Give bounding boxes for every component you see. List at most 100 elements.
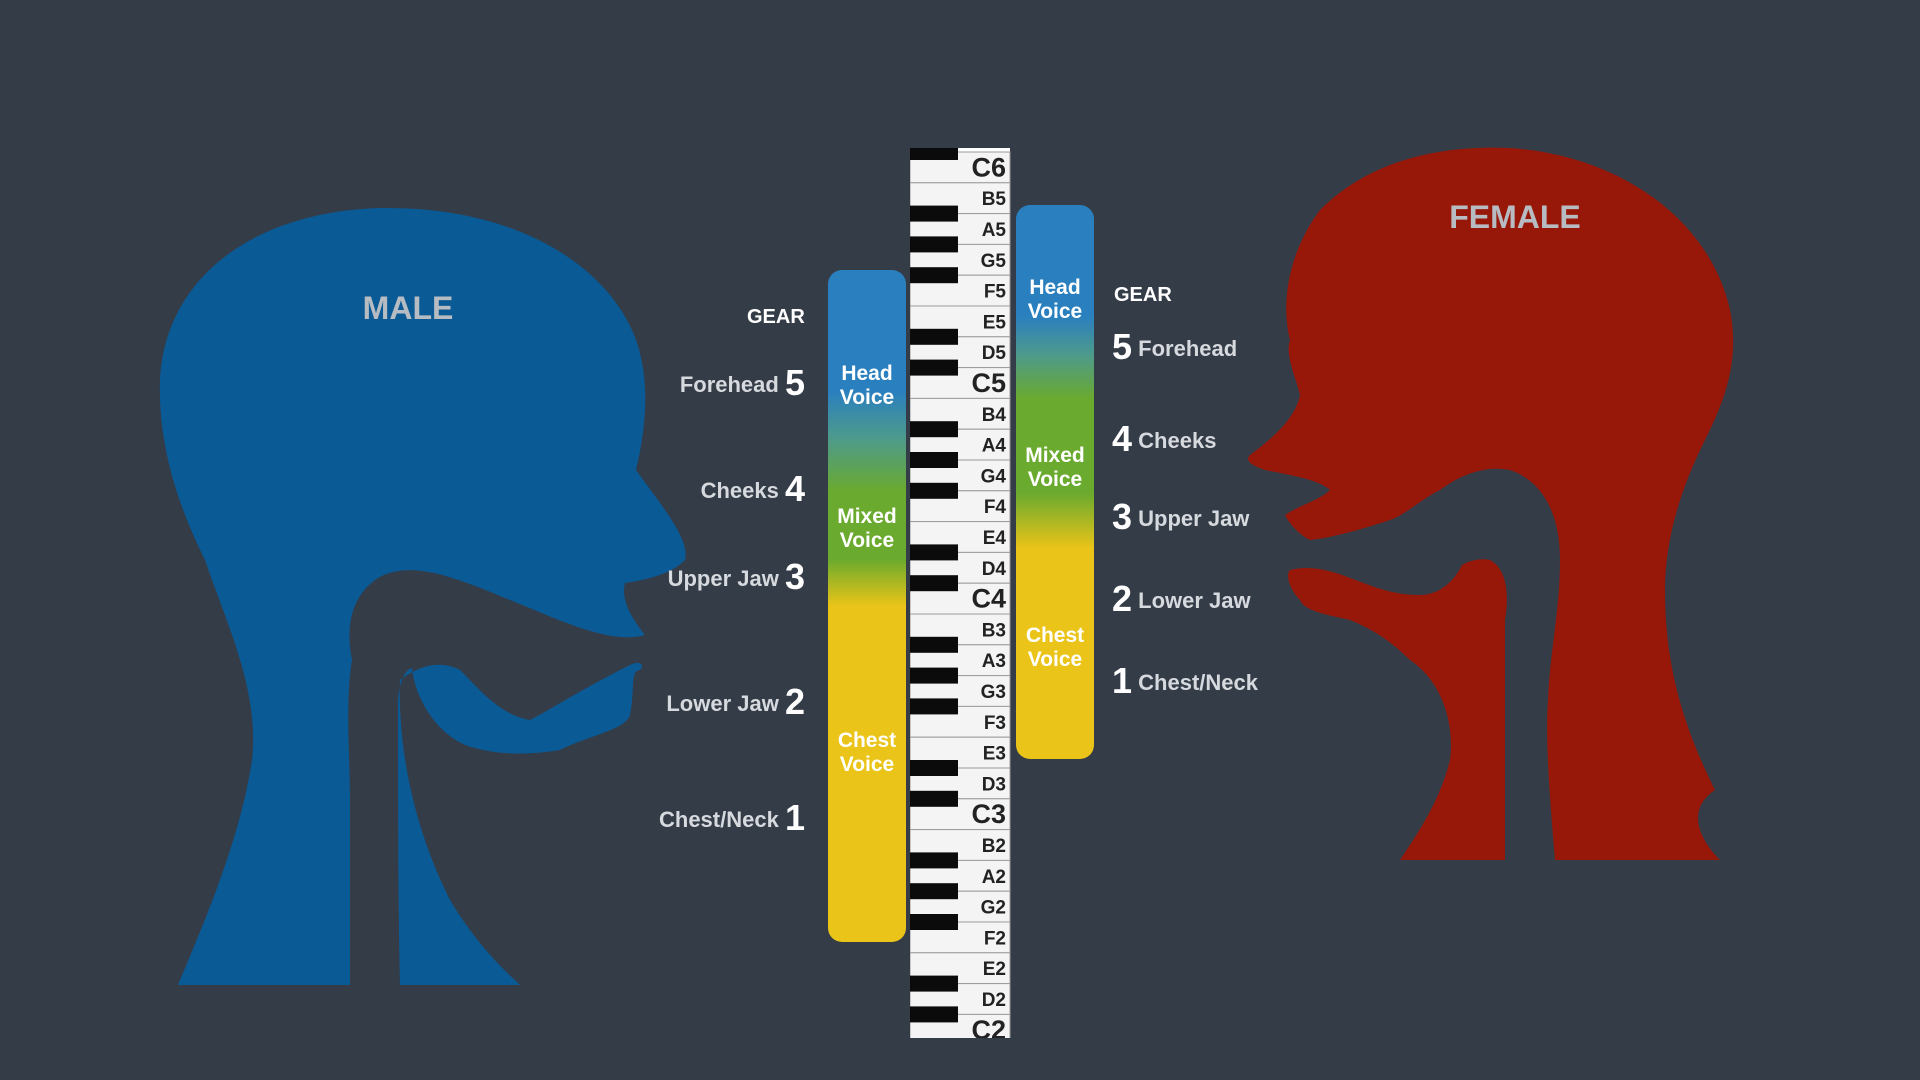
piano-note-label: G5	[981, 251, 1007, 272]
piano-black-key	[910, 544, 958, 561]
female-chest-voice-label: Chest Voice	[1025, 624, 1085, 671]
piano-black-key	[910, 975, 958, 992]
piano-note-label: B4	[982, 405, 1007, 426]
gear-right-5: 5 Forehead	[1112, 326, 1372, 368]
gear-number: 1	[1112, 660, 1133, 701]
piano-black-key	[910, 359, 958, 376]
piano-black-key	[910, 267, 958, 284]
piano-black-key	[910, 575, 958, 592]
gear-number: 4	[784, 468, 805, 509]
gear-title-left: GEAR	[747, 306, 805, 328]
gear-number: 2	[784, 681, 805, 722]
piano-note-label: C4	[971, 584, 1006, 614]
gear-label: Forehead	[679, 372, 779, 397]
gear-label: Lower Jaw	[666, 691, 779, 716]
piano-black-key	[910, 236, 958, 253]
gear-number: 2	[1112, 578, 1133, 619]
gear-number: 4	[1112, 418, 1133, 459]
piano-note-label: E4	[983, 528, 1007, 549]
piano-black-key	[910, 421, 958, 438]
female-head-silhouette	[1248, 147, 1734, 861]
piano-key-e4: E4	[910, 521, 1011, 553]
male-mixed-voice-label: Mixed Voice	[837, 505, 897, 552]
piano-note-label: G3	[981, 682, 1006, 703]
piano-note-label: E2	[983, 959, 1006, 980]
male-head-voice-label: Head Voice	[839, 362, 895, 409]
piano-black-key	[910, 482, 958, 499]
piano-black-key	[910, 452, 958, 468]
piano-key-b2: B2	[910, 829, 1011, 861]
gear-label: Cheeks	[700, 478, 779, 503]
piano-black-key	[910, 698, 958, 715]
gear-left-3: Upper Jaw 3	[545, 556, 805, 598]
piano-note-label: B3	[982, 620, 1006, 641]
piano-note-label: F5	[984, 282, 1007, 303]
gear-right-1: 1 Chest/Neck	[1112, 660, 1372, 702]
piano-note-label: C6	[971, 152, 1006, 182]
piano-black-key	[910, 667, 958, 684]
gear-left-5: Forehead 5	[545, 362, 805, 404]
gear-right-2: 2 Lower Jaw	[1112, 578, 1372, 620]
female-head-voice-label: Head Voice	[1027, 276, 1083, 323]
piano-black-key	[910, 883, 958, 900]
piano-note-label: B5	[982, 189, 1007, 210]
piano-black-key	[910, 636, 958, 653]
piano-black-key	[910, 790, 958, 807]
gear-left-1: Chest/Neck 1	[545, 797, 805, 839]
piano-note-label: D5	[982, 343, 1007, 364]
piano-black-key	[910, 914, 958, 930]
male-chest-voice-label: Chest Voice	[837, 729, 897, 776]
piano-note-label: D4	[982, 559, 1007, 580]
piano-black-key	[910, 1006, 958, 1023]
piano-note-label: F3	[984, 713, 1006, 734]
gear-label: Upper Jaw	[667, 566, 779, 591]
gear-label: Chest/Neck	[1138, 670, 1258, 695]
female-register-bar	[1016, 205, 1094, 759]
piano-black-key	[910, 148, 958, 160]
gear-number: 1	[784, 797, 805, 838]
piano-keyboard: C6B5A5G5F5E5D5C5B4A4G4F4E4D4C4B3A3G3F3E3…	[910, 148, 1011, 1038]
female-title: FEMALE	[1449, 199, 1581, 235]
gear-number: 5	[784, 362, 805, 403]
piano-note-label: C2	[971, 1015, 1006, 1038]
piano-black-key	[910, 852, 958, 869]
piano-note-label: A2	[982, 867, 1006, 888]
piano-black-key	[910, 328, 958, 345]
female-mixed-voice-label: Mixed Voice	[1025, 444, 1085, 491]
piano-key-c3: C3	[910, 798, 1011, 831]
piano-note-label: A4	[982, 436, 1007, 457]
piano-note-label: D2	[982, 990, 1006, 1011]
piano-note-label: G2	[981, 898, 1006, 919]
piano-note-label: B2	[982, 836, 1006, 857]
gear-number: 5	[1112, 326, 1133, 367]
piano-key-c4: C4	[910, 582, 1011, 615]
gear-title-right: GEAR	[1114, 284, 1172, 306]
piano-note-label: A5	[982, 220, 1007, 241]
gear-label: Cheeks	[1138, 428, 1217, 453]
piano-key-f3: F3	[910, 705, 1011, 738]
gear-label: Chest/Neck	[659, 807, 779, 832]
piano-note-label: C3	[971, 799, 1006, 829]
piano-note-label: E3	[983, 744, 1006, 765]
gear-number: 3	[784, 556, 805, 597]
gear-right-4: 4 Cheeks	[1112, 418, 1372, 460]
gear-number: 3	[1112, 496, 1133, 537]
male-head-silhouette	[159, 207, 686, 986]
piano-note-label: D3	[982, 774, 1006, 795]
piano-note-label: G4	[981, 466, 1007, 487]
gear-left-2: Lower Jaw 2	[545, 681, 805, 723]
piano-note-label: F4	[984, 497, 1007, 518]
piano-black-key	[910, 760, 958, 776]
piano-note-label: A3	[982, 651, 1006, 672]
gear-label: Upper Jaw	[1138, 506, 1250, 531]
piano-key-c6: C6	[910, 151, 1011, 184]
gear-label: Lower Jaw	[1138, 588, 1251, 613]
male-title: MALE	[362, 290, 454, 326]
gear-left-4: Cheeks 4	[545, 468, 805, 510]
piano-black-key	[910, 205, 958, 222]
piano-note-label: C5	[971, 368, 1006, 398]
gear-right-3: 3 Upper Jaw	[1112, 496, 1372, 538]
gear-label: Forehead	[1138, 336, 1238, 361]
